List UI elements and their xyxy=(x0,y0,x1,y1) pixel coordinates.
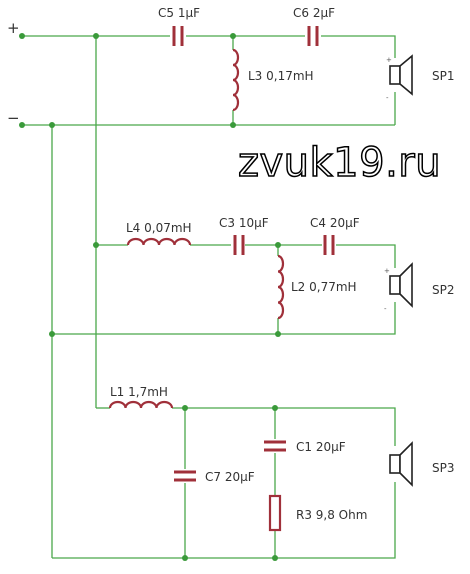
sp3-label: SP3 xyxy=(432,461,455,475)
plus-terminal-label: + xyxy=(7,19,20,37)
inductor-l4 xyxy=(126,237,192,246)
sp2-plus-label: + xyxy=(384,267,390,275)
capacitor-c1 xyxy=(264,440,286,452)
l4-label: L4 0,07mH xyxy=(126,221,192,235)
r3-label: R3 9,8 Ohm xyxy=(296,508,367,522)
sp1-label: SP1 xyxy=(432,69,455,83)
minus-terminal-label: − xyxy=(7,109,20,127)
c5-label: C5 1µF xyxy=(158,6,200,20)
l1-label: L1 1,7mH xyxy=(110,385,168,399)
speaker-sp1 xyxy=(389,54,413,96)
resistor-r3 xyxy=(268,494,282,532)
c4-label: C4 20µF xyxy=(310,216,360,230)
watermark-text: zvuk19.ru xyxy=(238,140,441,186)
c6-label: C6 2µF xyxy=(293,6,335,20)
sp1-plus-label: + xyxy=(386,56,392,64)
wires xyxy=(22,35,396,559)
capacitor-c4 xyxy=(323,235,335,255)
capacitor-c6 xyxy=(307,26,319,46)
inductor-l1 xyxy=(108,400,174,409)
capacitor-c7 xyxy=(174,470,196,482)
inductor-l3 xyxy=(232,48,240,112)
c7-label: C7 20µF xyxy=(205,470,255,484)
sp2-label: SP2 xyxy=(432,283,455,297)
sp2-minus-label: - xyxy=(384,305,387,313)
capacitor-c3 xyxy=(233,235,245,255)
l2-label: L2 0,77mH xyxy=(291,280,357,294)
c1-label: C1 20µF xyxy=(296,440,346,454)
speaker-sp2 xyxy=(389,262,413,308)
junction-nodes xyxy=(19,33,281,561)
inductor-l2 xyxy=(277,254,285,320)
speaker-sp3 xyxy=(389,441,413,487)
l3-label: L3 0,17mH xyxy=(248,69,314,83)
c3-label: C3 10µF xyxy=(219,216,269,230)
sp1-minus-label: - xyxy=(386,94,389,102)
capacitor-c5 xyxy=(172,26,184,46)
